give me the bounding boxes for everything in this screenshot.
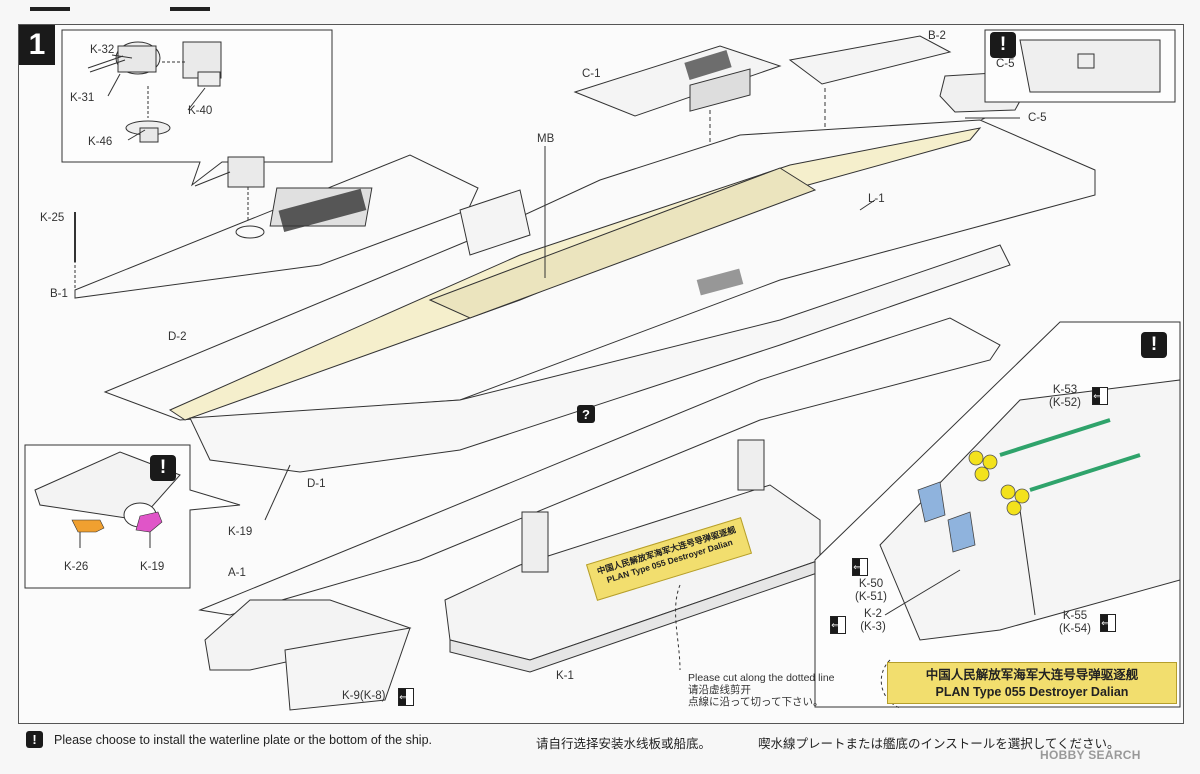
label-c1: C-1 (582, 68, 601, 80)
label-d1: D-1 (307, 478, 326, 490)
label-mb: MB (537, 133, 555, 145)
cut-note-jp: 点線に沿って切って下さい。 (688, 696, 824, 708)
label-k31: K-31 (70, 92, 95, 104)
label-k54: (K-54) (1059, 623, 1091, 635)
exclamation-icon: ! (26, 731, 43, 748)
label-k1: K-1 (556, 670, 574, 682)
footer-cn: 请自行选择安装水线板或船底。 (536, 737, 712, 751)
label-k26: K-26 (64, 561, 89, 573)
question-icon: ? (577, 405, 595, 423)
nameplate-en: PLAN Type 055 Destroyer Dalian (935, 685, 1129, 699)
label-k9-k8: K-9(K-8) (342, 690, 386, 702)
exclamation-icon: ! (1141, 332, 1167, 358)
step-number: 1 (19, 25, 55, 65)
exclamation-icon: ! (990, 32, 1016, 58)
side-arrow-icon: ⇐ (1092, 387, 1108, 405)
label-k25: K-25 (40, 212, 65, 224)
label-k2: K-2 (864, 608, 882, 620)
label-b2: B-2 (928, 30, 946, 42)
label-k52: (K-52) (1049, 397, 1081, 409)
exclamation-icon: ! (150, 455, 176, 481)
label-c5: C-5 (1028, 112, 1047, 124)
side-arrow-icon: ⇐ (398, 688, 414, 706)
cut-note: Please cut along the dotted line 请沿虚线剪开 … (688, 672, 835, 708)
label-k53: K-53 (1052, 384, 1078, 396)
label-k3: (K-3) (860, 621, 886, 633)
label-k19: K-19 (228, 526, 253, 538)
side-arrow-icon: ⇐ (852, 558, 868, 576)
side-arrow-icon: ⇐ (1100, 614, 1116, 632)
label-k51: (K-51) (855, 591, 887, 603)
label-c5-inset: C-5 (996, 58, 1015, 70)
top-strip (20, 0, 420, 11)
cut-note-cn: 请沿虚线剪开 (688, 684, 751, 696)
label-k19-detail: K-19 (140, 561, 165, 573)
label-k32: K-32 (90, 44, 115, 56)
footer-note: ! Please choose to install the waterline… (18, 727, 1184, 753)
footer-jp: 喫水線プレートまたは艦底のインストールを選択してください。 (758, 737, 1120, 751)
cut-note-en: Please cut along the dotted line (688, 672, 835, 684)
label-k50: K-50 (858, 578, 884, 590)
footer-en: Please choose to install the waterline p… (54, 733, 433, 747)
label-k55: K-55 (1062, 610, 1088, 622)
label-d2: D-2 (168, 331, 187, 343)
label-k46: K-46 (88, 136, 113, 148)
display-nameplate: 中国人民解放军海军大连号导弹驱逐舰 PLAN Type 055 Destroye… (887, 662, 1177, 704)
watermark: HOBBY SEARCH (1040, 748, 1141, 762)
nameplate-cn: 中国人民解放军海军大连号导弹驱逐舰 (925, 668, 1139, 682)
label-k40: K-40 (188, 105, 213, 117)
label-l1: L-1 (868, 193, 885, 205)
side-arrow-icon: ⇐ (830, 616, 846, 634)
label-a1: A-1 (228, 567, 246, 579)
label-b1: B-1 (50, 288, 68, 300)
